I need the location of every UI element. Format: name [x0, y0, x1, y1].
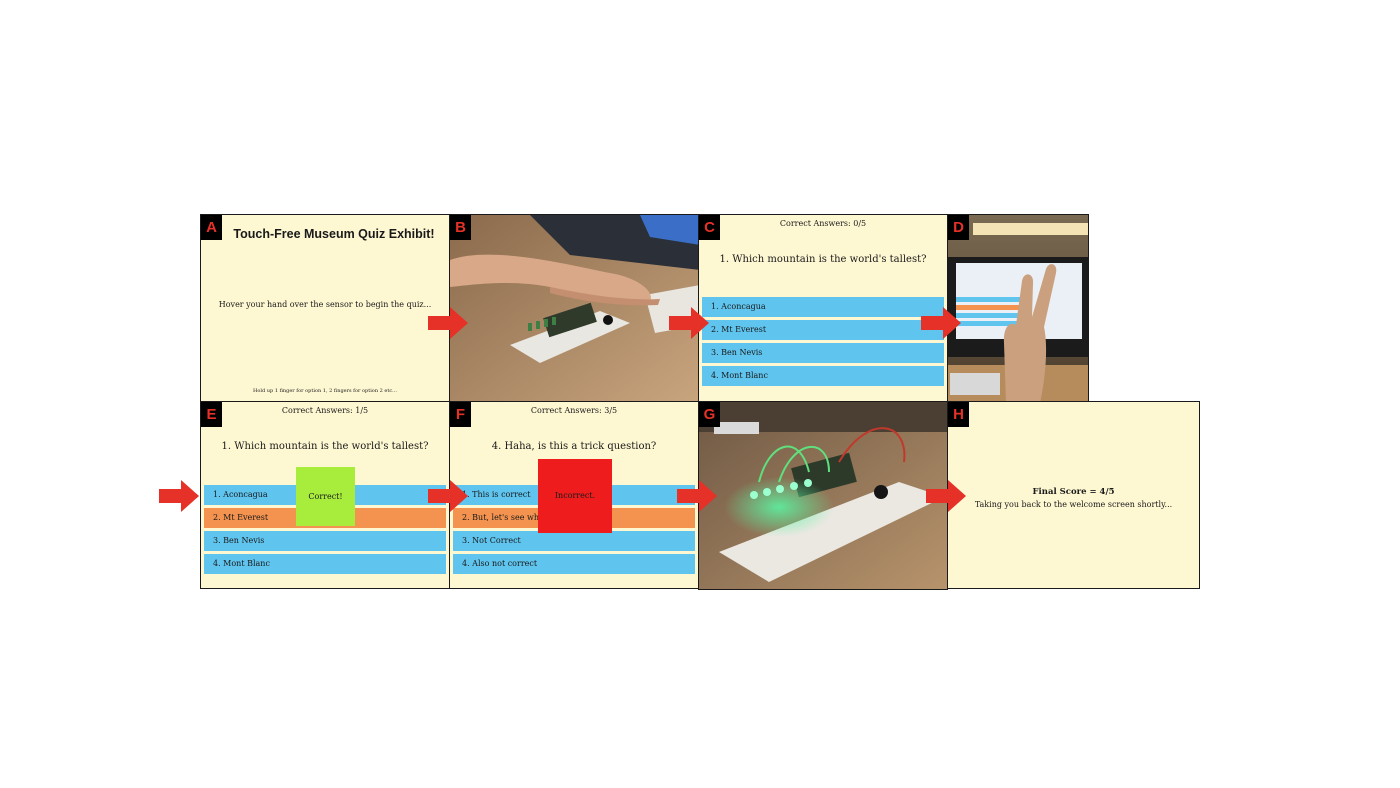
arrow-right-icon: [926, 480, 966, 512]
panel-a-tag: A: [201, 215, 222, 240]
score-label: Correct Answers: 0/5: [779, 219, 867, 228]
panel-e-tag: E: [201, 402, 222, 427]
arrow-right-icon: [677, 480, 717, 512]
correct-feedback-box: Correct!: [296, 467, 355, 526]
panel-f-tag: F: [450, 402, 471, 427]
answer-option[interactable]: 4. Mont Blanc: [204, 554, 446, 574]
return-message: Taking you back to the welcome screen sh…: [974, 500, 1173, 509]
panel-g-photo: G: [698, 401, 948, 590]
arrow-right-icon: [428, 307, 468, 339]
panel-d-photo: D: [947, 214, 1089, 402]
question-text: 4. Haha, is this a trick question?: [491, 441, 657, 452]
welcome-hint: Hold up 1 finger for option 1, 2 fingers…: [253, 388, 397, 394]
panel-c-question: C Correct Answers: 0/5 1. Which mountain…: [698, 214, 948, 402]
answer-option[interactable]: 1. Aconcagua: [702, 297, 944, 317]
led-row-off: [528, 317, 556, 331]
answer-option[interactable]: 2. Mt Everest: [702, 320, 944, 340]
hand-over-sensor-photo: [450, 215, 698, 401]
panel-a-welcome: A Touch-Free Museum Quiz Exhibit! Hover …: [200, 214, 450, 402]
answer-option[interactable]: 3. Not Correct: [453, 531, 695, 551]
panel-e-correct: E Correct Answers: 1/5 1. Which mountain…: [200, 401, 450, 589]
panel-d-tag: D: [948, 215, 969, 240]
welcome-prompt: Hover your hand over the sensor to begin…: [218, 300, 432, 309]
answer-option[interactable]: 4. Also not correct: [453, 554, 695, 574]
score-label: Correct Answers: 1/5: [281, 406, 369, 415]
welcome-title: Touch-Free Museum Quiz Exhibit!: [233, 227, 435, 241]
arrow-right-icon: [428, 480, 468, 512]
panel-b-tag: B: [450, 215, 471, 240]
panel-f-incorrect: F Correct Answers: 3/5 4. Haha, is this …: [449, 401, 699, 589]
answer-option[interactable]: 3. Ben Nevis: [204, 531, 446, 551]
led-row-lit: [750, 479, 812, 499]
arrow-right-icon: [159, 480, 199, 512]
panel-b-photo: B: [449, 214, 699, 402]
incorrect-feedback-box: Incorrect.: [538, 459, 612, 533]
panel-c-tag: C: [699, 215, 720, 240]
panel-h-final-score: H Final Score = 4/5 Taking you back to t…: [947, 401, 1200, 589]
score-label: Correct Answers: 3/5: [530, 406, 618, 415]
answer-option[interactable]: 3. Ben Nevis: [702, 343, 944, 363]
arrow-right-icon: [669, 307, 709, 339]
question-text: 1. Which mountain is the world's tallest…: [221, 441, 429, 452]
answer-option[interactable]: 4. Mont Blanc: [702, 366, 944, 386]
final-score: Final Score = 4/5: [1032, 487, 1115, 497]
panel-h-tag: H: [948, 402, 969, 427]
two-fingers-gesture-photo: [948, 215, 1088, 401]
question-text: 1. Which mountain is the world's tallest…: [719, 254, 927, 265]
panel-g-tag: G: [699, 402, 720, 427]
arrow-right-icon: [921, 307, 961, 339]
green-leds-lit-photo: [699, 402, 947, 589]
